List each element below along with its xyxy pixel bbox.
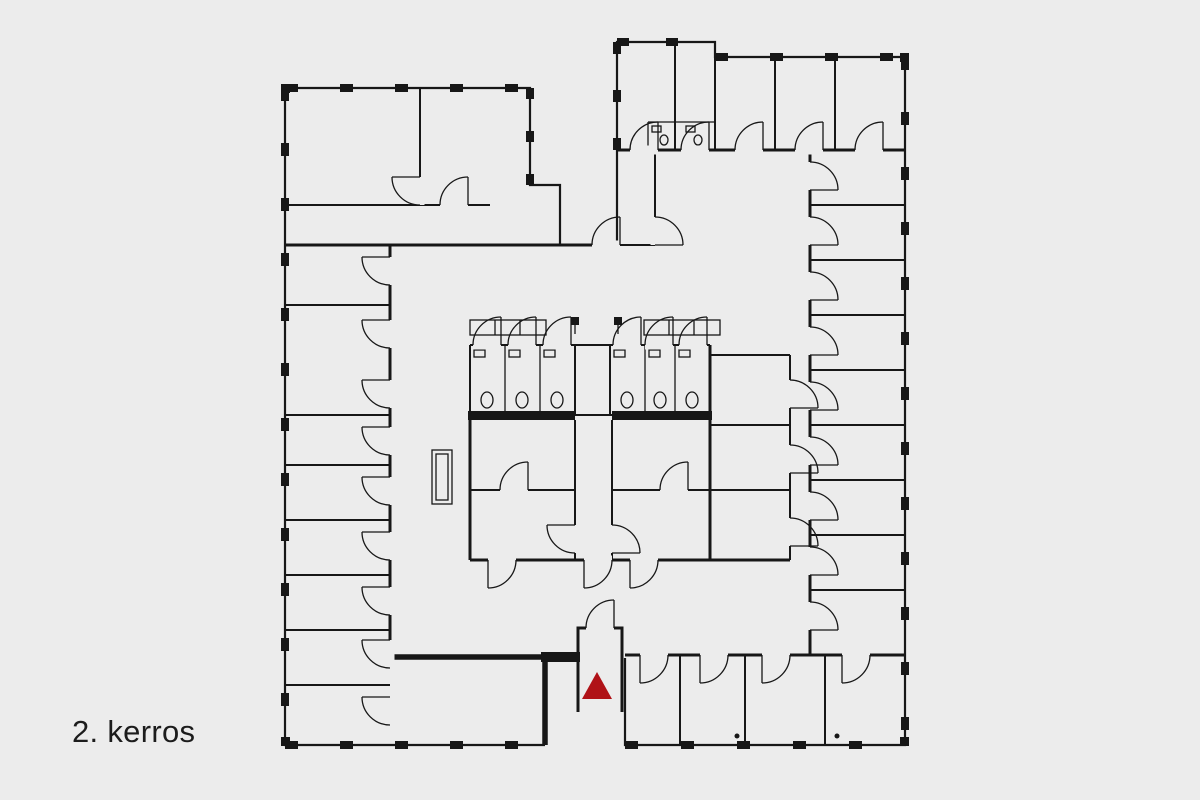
door <box>507 316 537 351</box>
room-partitions <box>285 42 905 745</box>
door <box>361 476 396 506</box>
door <box>591 216 621 251</box>
door <box>391 176 426 206</box>
door <box>804 161 839 191</box>
entrance-walls <box>390 626 624 745</box>
door <box>361 256 396 286</box>
door <box>804 271 839 301</box>
door <box>804 601 839 631</box>
door <box>804 491 839 521</box>
door <box>542 316 572 351</box>
door <box>361 586 396 616</box>
door <box>361 379 396 409</box>
door <box>499 461 529 496</box>
door <box>439 176 469 211</box>
door <box>804 546 839 576</box>
door <box>585 599 615 634</box>
floor-plan <box>281 38 909 749</box>
door <box>804 436 839 466</box>
door <box>583 554 613 589</box>
door <box>361 426 396 456</box>
door <box>629 554 659 589</box>
door <box>854 121 884 156</box>
door <box>649 216 684 246</box>
floor-label: 2. kerros <box>72 714 196 749</box>
door <box>761 649 791 684</box>
wc-fixtures <box>473 121 715 409</box>
door <box>606 524 641 554</box>
door <box>804 381 839 411</box>
door <box>841 649 871 684</box>
door <box>546 524 581 554</box>
door <box>734 121 764 156</box>
door <box>487 554 517 589</box>
sanitary-core <box>468 344 791 560</box>
door <box>659 461 689 496</box>
window-piers <box>281 38 909 749</box>
door <box>699 649 729 684</box>
door <box>629 121 659 156</box>
floor-drains <box>734 733 840 739</box>
door <box>678 316 708 351</box>
door <box>472 316 502 351</box>
door <box>804 326 839 356</box>
door <box>784 517 819 547</box>
shaft <box>431 449 453 505</box>
door <box>361 531 396 561</box>
door <box>361 696 396 726</box>
door <box>361 319 396 349</box>
entrance-marker-icon <box>582 672 612 699</box>
door <box>804 216 839 246</box>
door <box>794 121 824 156</box>
door <box>361 639 396 669</box>
door <box>639 649 669 684</box>
